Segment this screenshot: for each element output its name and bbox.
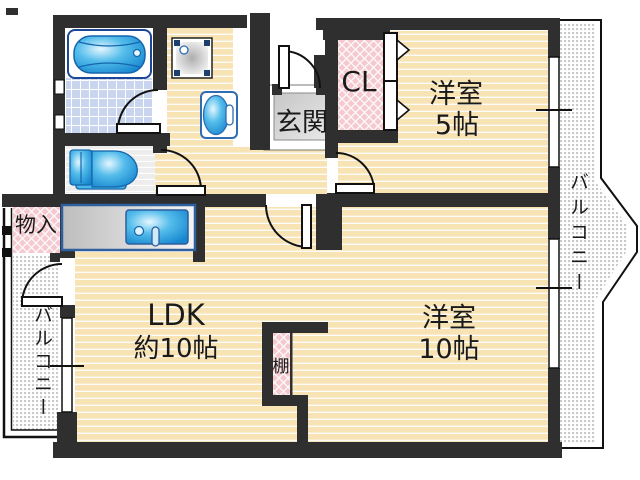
wall-shelf-left <box>262 322 273 403</box>
wall-ldk-west-mid <box>60 305 75 318</box>
balcony-left-outline <box>2 208 59 439</box>
sink-drain <box>133 225 145 237</box>
toilet-bowl <box>91 150 138 188</box>
entrance-door-panel <box>278 45 290 89</box>
label-room5-name: 洋室 <box>429 79 483 110</box>
entrance-door-jamb-right <box>316 84 328 95</box>
folding-door-arrow <box>396 98 411 122</box>
label-room10-name: 洋室 <box>422 303 476 334</box>
label-balcony-left: バルコニー <box>31 305 53 420</box>
washing-machine-pan <box>171 37 213 79</box>
wall-ldk-sw-corner <box>57 412 77 445</box>
window-room10-east <box>548 238 560 369</box>
balcony-left <box>2 208 59 439</box>
wall-room5-east-upper <box>548 28 560 58</box>
washbasin-faucet <box>225 104 234 126</box>
wall-bath-toilet-divider <box>53 133 170 146</box>
wall-porch-right-stub <box>314 55 328 88</box>
balcony-right <box>557 19 638 449</box>
labels: 玄関 CL 洋室 5帖 LDK 約10帖 洋室 10帖 物入 棚 バルコニー バ… <box>15 65 589 420</box>
bathtub-drain <box>132 48 142 58</box>
doors <box>21 45 375 307</box>
windows <box>50 56 572 413</box>
wall-cl-bottom <box>338 130 398 143</box>
label-ldk-size: 約10帖 <box>133 334 218 364</box>
label-genkan: 玄関 <box>276 108 328 138</box>
room5-door-panel <box>335 183 375 194</box>
ldk-door-swing <box>265 204 309 248</box>
window-room5-east <box>548 56 560 168</box>
wall-shelf-top <box>262 322 328 333</box>
ldk-door-panel <box>301 204 312 249</box>
walls <box>2 8 562 458</box>
balcony-door-panel <box>21 296 63 307</box>
toilet-door-swing <box>160 149 202 191</box>
wall-cap-top-left <box>6 8 18 15</box>
wall-toilet-door-stub <box>153 146 167 153</box>
balcony-left-inner-line <box>10 208 59 431</box>
toilet-door-panel <box>156 185 206 196</box>
wall-shelf-stub <box>297 395 308 458</box>
window-bath-west-2 <box>54 114 65 130</box>
label-storage-monoire: 物入 <box>15 213 57 237</box>
toilet <box>69 149 138 190</box>
railing-post <box>2 248 11 257</box>
label-room5-size: 5帖 <box>435 110 479 141</box>
entrance-door-jamb-left <box>272 84 282 95</box>
bathroom-door-panel <box>116 123 161 134</box>
wall-porch-left <box>250 13 270 150</box>
bathtub <box>67 29 152 79</box>
washer-pan-corner <box>174 70 180 76</box>
sink-faucet <box>151 226 160 247</box>
wall-room10-east-upper <box>548 207 560 239</box>
window-bath-west-1 <box>54 79 65 95</box>
wall-bath-east <box>153 15 167 90</box>
wall-shelf-bottom <box>262 395 308 406</box>
washer-drain <box>179 45 189 55</box>
label-room10-size: 10帖 <box>418 334 479 365</box>
genkan <box>263 84 337 151</box>
wall-room5-east-lower <box>548 167 560 195</box>
storage-monoire-area <box>13 207 60 253</box>
bathtub-contour <box>78 41 141 68</box>
wall-room10-east-lower <box>548 368 560 444</box>
washer-pan-corner <box>204 70 210 76</box>
wall-shelf-edge-line <box>290 333 293 395</box>
wall-top-left <box>53 15 247 28</box>
balcony-door-jamb-top <box>50 253 60 262</box>
closet-folding-door <box>383 32 411 131</box>
folding-door-arrow <box>396 38 411 62</box>
washer-pan-corner <box>174 40 180 46</box>
label-closet-cl: CL <box>341 65 377 98</box>
balcony-left-deck <box>13 255 58 431</box>
balcony-right-deck <box>558 22 628 444</box>
label-ldk-name: LDK <box>147 298 205 332</box>
wall-cl-left <box>325 30 338 158</box>
wall-room5-bottom <box>327 193 560 207</box>
washer-pan-corner <box>204 40 210 46</box>
wall-west <box>53 15 65 195</box>
washbasin <box>200 91 238 139</box>
wall-cl-top <box>323 18 390 40</box>
kitchen-counter <box>60 203 197 252</box>
shelf-tana-area <box>273 333 291 395</box>
washbasin-bowl <box>202 94 230 136</box>
genkan-tatami-floor <box>273 92 331 141</box>
label-balcony-right: バルコニー <box>567 172 589 297</box>
railing-post <box>2 226 11 235</box>
label-shelf-tana: 棚 <box>273 357 290 377</box>
closet-cl-area <box>338 31 384 130</box>
